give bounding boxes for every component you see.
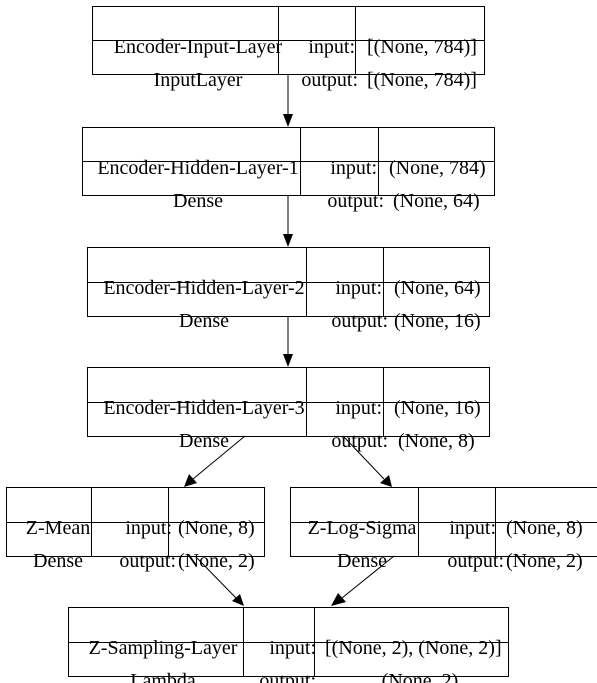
- output-label: output:: [301, 69, 358, 91]
- output-shape: (None, 2): [382, 670, 459, 683]
- input-shape: (None, 16): [394, 397, 481, 419]
- output-label: output:: [119, 550, 176, 572]
- input-shape: [(None, 2), (None, 2)]: [325, 637, 502, 659]
- edge-zmean-to-zsampling: [194, 555, 244, 606]
- node-encoder-hidden-layer-2: Encoder-Hidden-Layer-2 Dense input: outp…: [87, 247, 490, 332]
- arrow-head-icon: [283, 354, 293, 367]
- input-label: input:: [335, 397, 382, 419]
- layer-name: Encoder-Hidden-Layer-2: [103, 277, 304, 299]
- layer-name: Z-Log-Sigma: [308, 517, 417, 539]
- arrow-head-icon: [380, 475, 392, 487]
- layer-name: Encoder-Hidden-Layer-3: [103, 397, 304, 419]
- layer-name: Encoder-Input-Layer: [114, 36, 283, 58]
- layer-type: Lambda: [130, 670, 196, 683]
- layer-type: InputLayer: [154, 69, 243, 91]
- input-label: input:: [308, 36, 355, 58]
- input-shape: (None, 784): [389, 157, 486, 179]
- arrow-head-icon: [331, 593, 346, 606]
- arrow-head-icon: [184, 474, 197, 487]
- edge-hidden3-to-zlogsigma: [342, 435, 392, 487]
- output-shape: (None, 64): [393, 190, 480, 212]
- input-label: input:: [330, 157, 377, 179]
- node-encoder-hidden-layer-1: Encoder-Hidden-Layer-1 Dense input: outp…: [82, 127, 495, 212]
- layer-name: Encoder-Hidden-Layer-1: [97, 157, 298, 179]
- arrow-head-icon: [232, 594, 244, 606]
- output-shape: (None, 2): [178, 550, 255, 572]
- edge-hidden3-to-zmean: [184, 435, 246, 487]
- edge-hidden1-to-hidden2: [283, 195, 293, 247]
- input-shape: (None, 8): [178, 517, 255, 539]
- arrow-head-icon: [283, 234, 293, 247]
- output-label: output:: [327, 190, 384, 212]
- edge-input-to-hidden1: [283, 75, 293, 127]
- layer-type: Dense: [179, 430, 229, 452]
- layer-type: Dense: [337, 550, 387, 572]
- input-label: input:: [335, 277, 382, 299]
- layer-type: Dense: [173, 190, 223, 212]
- edge-zlogsigma-to-zsampling: [331, 555, 395, 606]
- input-shape: (None, 8): [506, 517, 583, 539]
- input-label: input:: [125, 517, 172, 539]
- edges: [184, 75, 395, 606]
- layer-type: Dense: [179, 310, 229, 332]
- edge-hidden2-to-hidden3: [283, 316, 293, 367]
- node-encoder-input-layer: Encoder-Input-Layer InputLayer input: ou…: [92, 6, 485, 91]
- node-z-mean: Z-Mean Dense input: output: (None, 8) (N…: [6, 487, 265, 572]
- layer-name: Z-Mean: [26, 517, 90, 539]
- output-label: output:: [331, 310, 388, 332]
- layer-type: Dense: [33, 550, 83, 572]
- output-shape: (None, 16): [394, 310, 481, 332]
- output-shape: (None, 2): [506, 550, 583, 572]
- input-shape: [(None, 784)]: [367, 36, 477, 58]
- output-label: output:: [331, 430, 388, 452]
- input-label: input:: [269, 637, 316, 659]
- input-label: input:: [449, 517, 496, 539]
- output-shape: [(None, 784)]: [367, 69, 477, 91]
- output-label: output:: [447, 550, 504, 572]
- node-z-sampling-layer: Z-Sampling-Layer Lambda input: output: […: [68, 607, 509, 683]
- node-encoder-hidden-layer-3: Encoder-Hidden-Layer-3 Dense input: outp…: [87, 367, 490, 452]
- input-shape: (None, 64): [394, 277, 481, 299]
- output-label: output:: [259, 670, 316, 683]
- output-shape: (None, 8): [398, 430, 475, 452]
- arrow-head-icon: [283, 114, 293, 127]
- node-z-log-sigma: Z-Log-Sigma Dense input: output: (None, …: [290, 487, 597, 572]
- layer-name: Z-Sampling-Layer: [89, 637, 238, 659]
